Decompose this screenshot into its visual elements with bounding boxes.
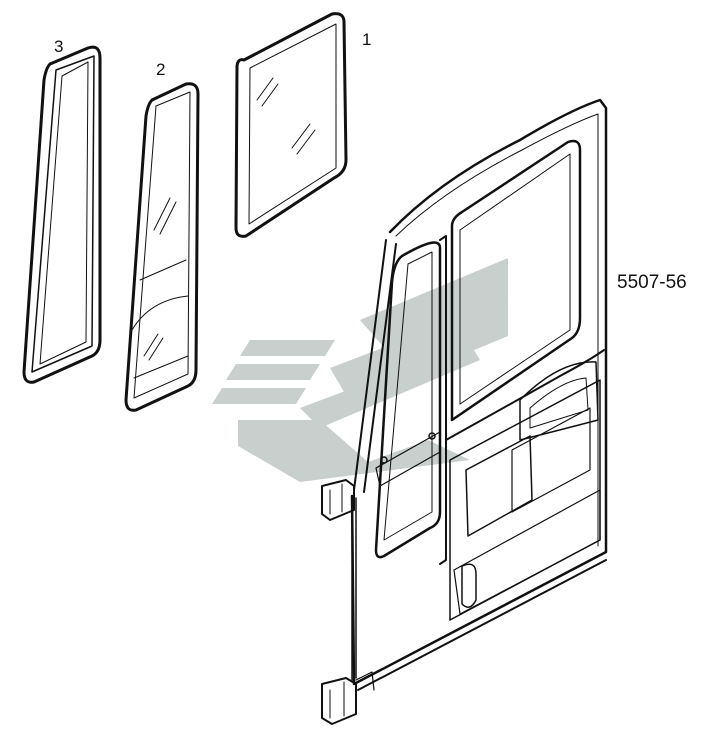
drawing-code: 5507-56 [617,272,687,293]
glass-part-2 [124,82,200,412]
glass-seal-part-3 [22,45,102,384]
callout-part-2: 2 [156,60,166,79]
door-assembly [321,98,608,725]
callout-part-1: 1 [362,30,372,49]
callout-part-3: 3 [54,37,64,56]
glass-part-1 [234,12,348,238]
watermark-logo [212,258,508,482]
